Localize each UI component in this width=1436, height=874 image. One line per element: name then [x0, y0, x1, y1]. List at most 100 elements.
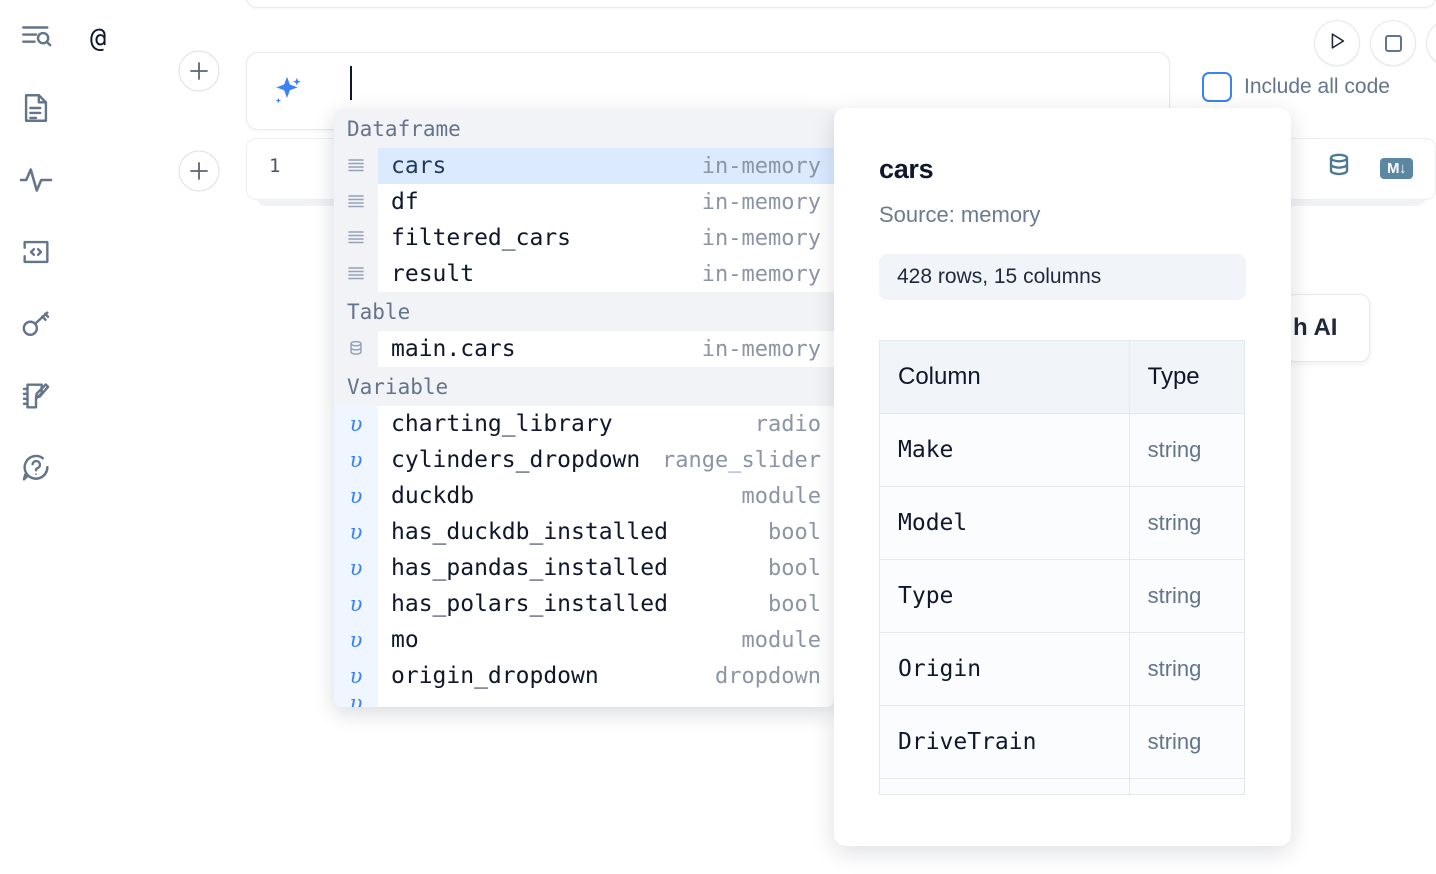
variable-upsilon-icon: υ: [334, 478, 378, 514]
text-caret: [350, 66, 352, 100]
left-icon-rail: [0, 0, 72, 874]
markdown-badge[interactable]: M↓: [1380, 158, 1413, 179]
database-cylinder-icon[interactable]: [1324, 151, 1354, 186]
table-database-icon: [334, 331, 378, 367]
autocomplete-item-type: module: [741, 627, 821, 653]
schema-column-name: Origin: [879, 632, 1130, 706]
previous-cell-card: [246, 0, 1436, 8]
autocomplete-item-name: origin_dropdown: [391, 663, 599, 689]
schema-table-row-partial: [879, 778, 1246, 795]
dataframe-lines-icon: [334, 220, 378, 256]
autocomplete-item[interactable]: main.cars in-memory: [334, 331, 834, 367]
include-all-code-row[interactable]: Include all code: [1202, 72, 1390, 102]
cell-toolbar: M↓: [1324, 151, 1413, 186]
autocomplete-section-header: Table: [334, 292, 834, 331]
add-cell-button-bottom[interactable]: [178, 150, 220, 192]
autocomplete-item[interactable]: υ has_polars_installed bool: [334, 586, 834, 622]
play-triangle-icon: [1326, 30, 1348, 57]
dataframe-lines-icon: [334, 148, 378, 184]
column-header-column: Column: [879, 340, 1130, 414]
variable-upsilon-icon: υ: [334, 622, 378, 658]
run-button[interactable]: [1314, 20, 1360, 66]
schema-column-name: Model: [879, 486, 1130, 560]
include-all-code-label: Include all code: [1244, 75, 1390, 98]
code-brackets-icon[interactable]: [14, 230, 58, 274]
schema-column-type: string: [1128, 413, 1246, 487]
generate-with-ai-chip[interactable]: h AI: [1286, 294, 1370, 362]
detail-source: Source: memory: [879, 202, 1041, 227]
ai-prompt-input[interactable]: @: [90, 23, 107, 54]
autocomplete-item-partial[interactable]: υ: [334, 694, 834, 707]
autocomplete-item-name: has_polars_installed: [391, 591, 668, 617]
autocomplete-item-type: dropdown: [715, 663, 821, 689]
autocomplete-item[interactable]: υ has_duckdb_installed bool: [334, 514, 834, 550]
schema-column-type: string: [1128, 559, 1246, 633]
include-all-code-checkbox[interactable]: [1202, 72, 1232, 102]
autocomplete-item-type: bool: [768, 555, 821, 581]
variable-upsilon-icon: υ: [334, 586, 378, 622]
completion-detail-popup: cars Source: memory 428 rows, 15 columns…: [834, 108, 1291, 846]
autocomplete-section-header: Dataframe: [334, 109, 834, 148]
autocomplete-item-type: in-memory: [701, 189, 821, 215]
autocomplete-item-type: in-memory: [701, 153, 821, 179]
notebook-edit-icon[interactable]: [14, 374, 58, 418]
schema-column-name: DriveTrain: [879, 705, 1130, 779]
autocomplete-item-type: module: [741, 483, 821, 509]
autocomplete-item-type: in-memory: [701, 261, 821, 287]
variable-upsilon-icon: υ: [334, 406, 378, 442]
key-icon[interactable]: [14, 302, 58, 346]
column-header-type: Type: [1128, 340, 1246, 414]
autocomplete-item-type: bool: [768, 519, 821, 545]
autocomplete-item-type: radio: [754, 411, 821, 437]
activity-pulse-icon[interactable]: [14, 158, 58, 202]
schema-column-type: [1128, 778, 1246, 795]
schema-column-type: string: [1128, 705, 1246, 779]
detail-title: cars: [879, 154, 934, 184]
variable-upsilon-icon: υ: [334, 514, 378, 550]
schema-column-name: [879, 778, 1130, 795]
autocomplete-item-name: has_duckdb_installed: [391, 519, 668, 545]
autocomplete-section-header: Variable: [334, 367, 834, 406]
stop-button[interactable]: [1370, 20, 1416, 66]
variable-upsilon-icon: υ: [334, 658, 378, 694]
autocomplete-item-name: filtered_cars: [391, 225, 572, 251]
outline-search-icon[interactable]: [14, 14, 58, 58]
detail-stats-badge: 428 rows, 15 columns: [879, 254, 1246, 300]
autocomplete-item[interactable]: df in-memory: [334, 184, 834, 220]
autocomplete-item-name: main.cars: [391, 336, 516, 362]
dataframe-lines-icon: [334, 256, 378, 292]
autocomplete-item-type: bool: [768, 591, 821, 617]
sparkle-ai-icon: [269, 73, 305, 109]
autocomplete-item-name: has_pandas_installed: [391, 555, 668, 581]
variable-upsilon-icon: υ: [334, 694, 378, 707]
generate-with-ai-label: h AI: [1293, 314, 1338, 341]
schema-column-name: Type: [879, 559, 1130, 633]
autocomplete-item[interactable]: υ origin_dropdown dropdown: [334, 658, 834, 694]
autocomplete-item[interactable]: result in-memory: [334, 256, 834, 292]
more-actions-button[interactable]: [1426, 20, 1436, 66]
autocomplete-item-type: in-memory: [701, 336, 821, 362]
autocomplete-item-type: range_slider: [662, 447, 821, 473]
autocomplete-item-name: df: [391, 189, 419, 215]
stop-square-icon: [1384, 34, 1402, 52]
dataframe-lines-icon: [334, 184, 378, 220]
help-chat-icon[interactable]: [14, 446, 58, 490]
schema-column-type: string: [1128, 486, 1246, 560]
add-cell-button-top[interactable]: [178, 50, 220, 92]
autocomplete-item-name: cylinders_dropdown: [391, 447, 641, 473]
autocomplete-item-name: duckdb: [391, 483, 475, 509]
autocomplete-item-name: result: [391, 261, 475, 287]
file-document-icon[interactable]: [14, 86, 58, 130]
